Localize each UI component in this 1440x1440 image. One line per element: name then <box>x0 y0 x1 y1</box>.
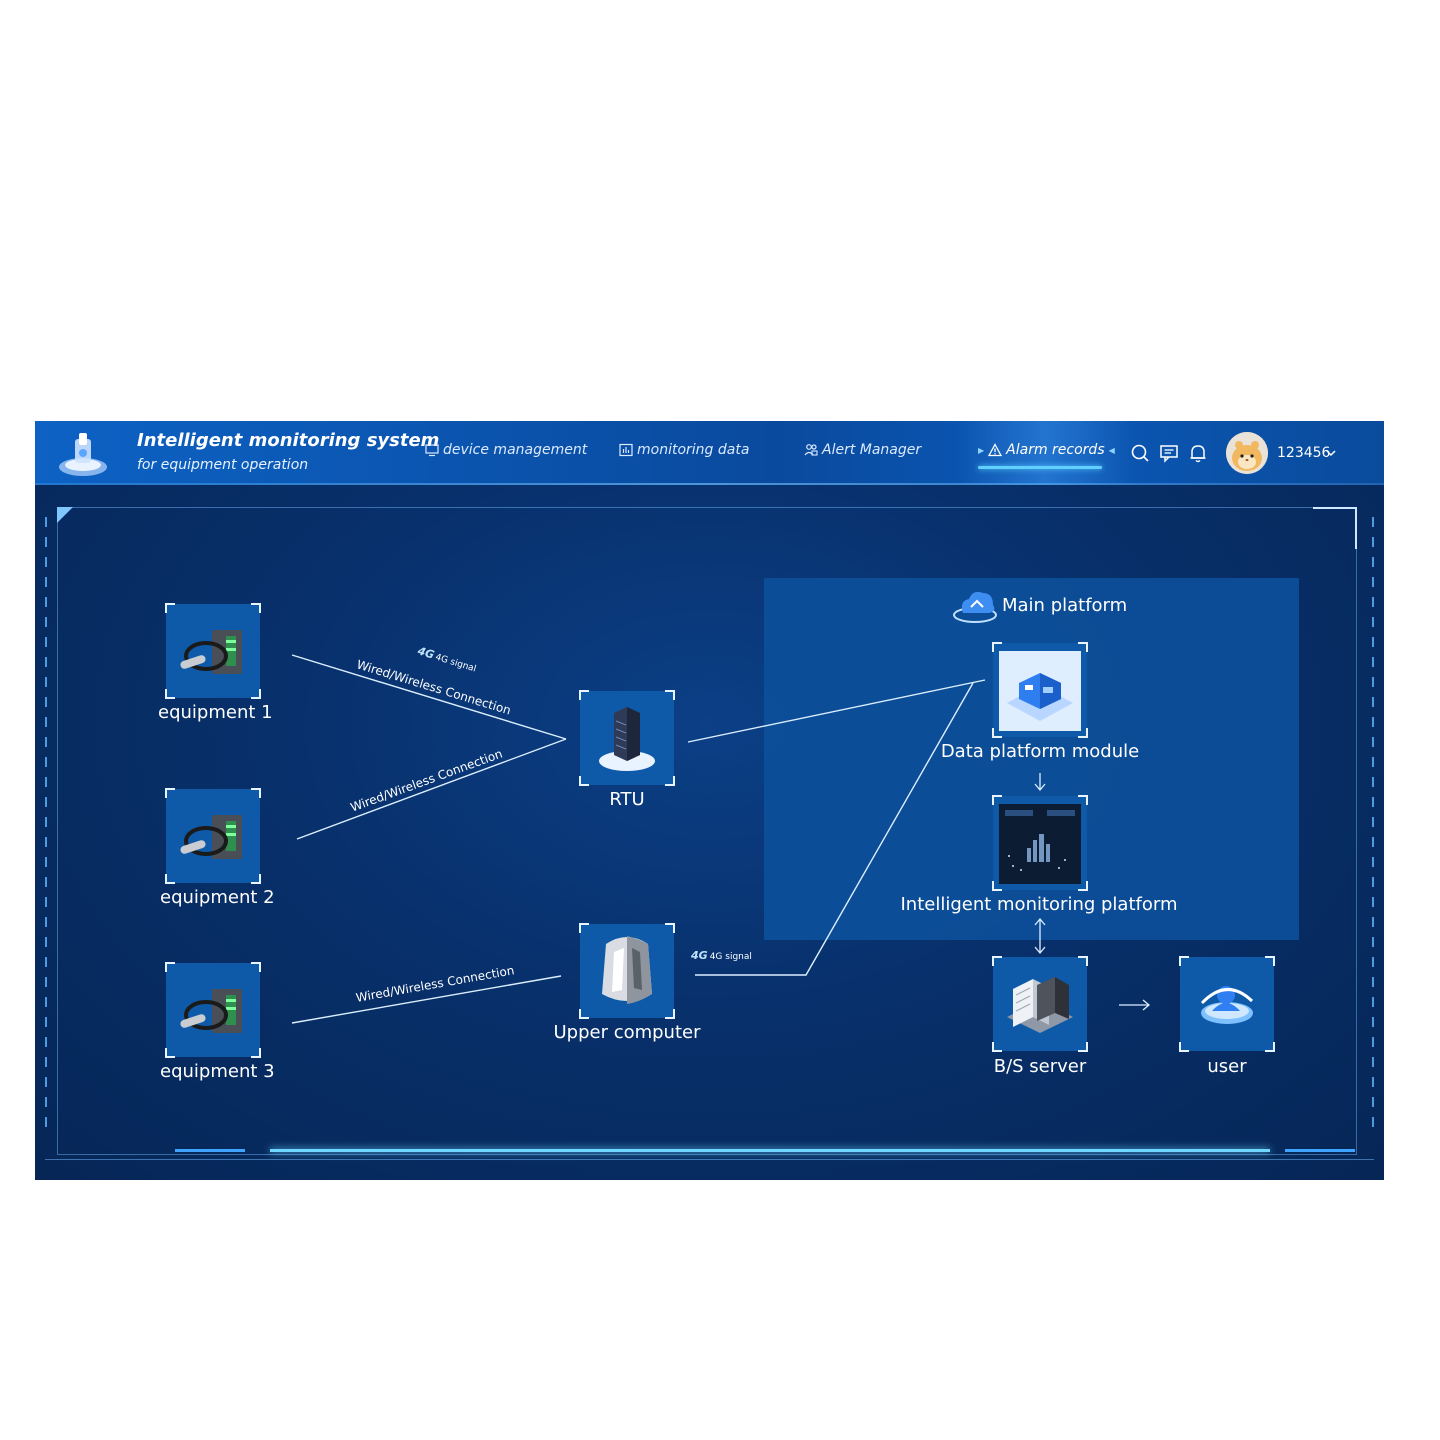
app-subtitle: for equipment operation <box>137 457 309 473</box>
bar-chart-icon <box>619 443 633 457</box>
user-icon <box>1200 986 1254 1024</box>
nav-alert-manager[interactable]: Alert Manager <box>804 442 921 458</box>
top-header: Intelligent monitoring system for equipm… <box>35 421 1384 485</box>
intelligent-monitoring-platform-node[interactable] <box>992 795 1088 891</box>
chevron-left-icon: ◀ <box>1108 445 1115 455</box>
server-icon <box>1007 977 1073 1033</box>
hamster-avatar-icon <box>1226 432 1268 474</box>
nav-label: Alert Manager <box>822 442 922 458</box>
content-frame <box>57 507 1357 1155</box>
nav-label: monitoring data <box>637 442 750 458</box>
rtu-device-icon <box>599 707 655 771</box>
active-tab-glow <box>955 421 1135 485</box>
search-icon[interactable] <box>1130 443 1150 463</box>
frame-side-decoration-right <box>1372 517 1374 1137</box>
chevron-down-icon[interactable] <box>1325 447 1337 459</box>
avatar[interactable] <box>1226 432 1268 474</box>
intelligent-monitoring-platform-label: Intelligent monitoring platform <box>900 894 1178 915</box>
nav-alarm-records[interactable]: ▶ Alarm records ◀ <box>978 442 1115 458</box>
username[interactable]: 123456 <box>1277 445 1331 461</box>
city-map-icon <box>999 804 1081 884</box>
equipment-1-node[interactable] <box>165 603 261 699</box>
equipment-1-label: equipment 1 <box>158 702 273 723</box>
frame-bottom-accent-right <box>1285 1149 1355 1152</box>
monitor-icon <box>425 444 439 457</box>
system-logo-icon <box>59 433 107 476</box>
warning-icon <box>988 443 1003 457</box>
computer-tower-icon <box>602 936 652 1004</box>
user-node[interactable] <box>1179 956 1275 1052</box>
bs-server-node[interactable] <box>992 956 1088 1052</box>
signal-badge: 4G <box>691 949 708 962</box>
equipment-2-label: equipment 2 <box>160 887 275 908</box>
frame-corner-decoration <box>1313 507 1357 549</box>
app-window: Intelligent monitoring system for equipm… <box>35 421 1384 1180</box>
user-label: user <box>1207 1056 1247 1077</box>
equipment-3-node[interactable] <box>165 962 261 1058</box>
sensor-device-icon <box>180 630 242 674</box>
nav-label: device management <box>443 442 588 458</box>
active-tab-underline <box>978 466 1102 469</box>
app-title: Intelligent monitoring system <box>137 430 440 451</box>
frame-corner-triangle-icon <box>57 507 73 523</box>
nav-monitoring-data[interactable]: monitoring data <box>619 442 749 458</box>
bs-server-label: B/S server <box>993 1056 1087 1077</box>
rtu-label: RTU <box>609 789 645 810</box>
sensor-device-icon <box>180 815 242 859</box>
sensor-device-icon <box>180 989 242 1033</box>
data-platform-module-label: Data platform module <box>940 741 1140 762</box>
frame-bottom-edge <box>45 1159 1374 1160</box>
message-icon[interactable] <box>1159 443 1179 463</box>
upper-computer-label: Upper computer <box>553 1022 701 1043</box>
frame-bottom-accent-left <box>175 1149 245 1152</box>
data-platform-module-node[interactable] <box>992 642 1088 738</box>
equipment-3-label: equipment 3 <box>160 1061 275 1082</box>
cloud-icon <box>953 591 997 623</box>
frame-bottom-glow <box>270 1149 1270 1152</box>
signal-text: 4G signal <box>709 952 752 962</box>
nav-device-management[interactable]: device management <box>425 442 587 458</box>
main-platform-title: Main platform <box>1002 595 1128 616</box>
rtu-node[interactable] <box>579 690 675 786</box>
bell-icon[interactable] <box>1188 443 1208 463</box>
users-icon <box>804 444 818 456</box>
upper-computer-node[interactable] <box>579 923 675 1019</box>
chevron-right-icon: ▶ <box>978 445 985 455</box>
nav-label: Alarm records <box>1006 442 1105 458</box>
equipment-2-node[interactable] <box>165 788 261 884</box>
frame-side-decoration-left <box>45 517 47 1137</box>
data-module-icon <box>999 651 1081 731</box>
